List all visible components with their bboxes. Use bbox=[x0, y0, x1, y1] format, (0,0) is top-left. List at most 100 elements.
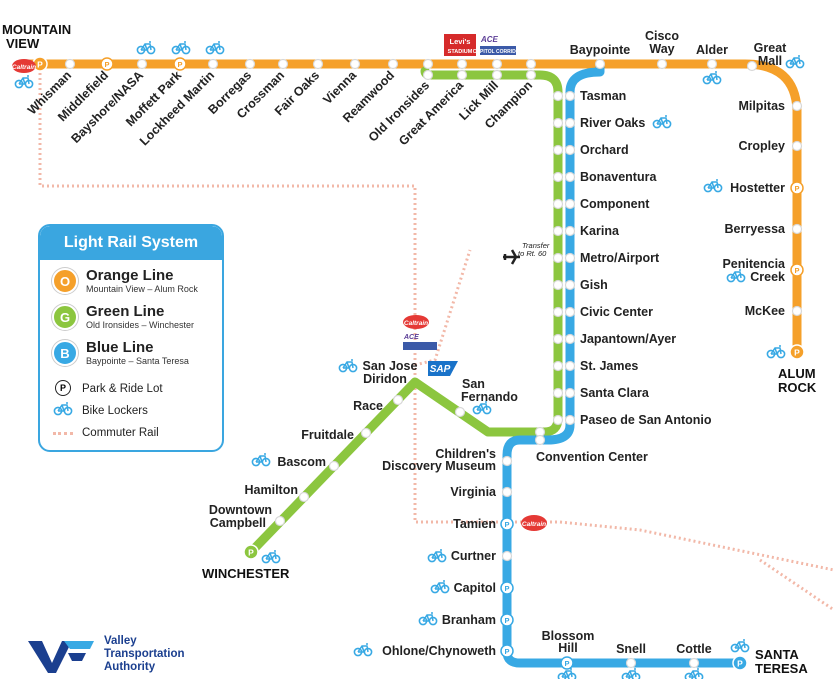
blue-stops bbox=[501, 434, 700, 669]
terminal-winchester: WINCHESTER bbox=[202, 566, 290, 581]
park-ride-markers: P P P P P P P P P P P P P bbox=[32, 56, 805, 671]
station-mckee: McKee bbox=[745, 304, 785, 318]
sap-badge: SAP bbox=[428, 361, 458, 376]
station-branham: Branham bbox=[442, 613, 496, 627]
station-component: Component bbox=[580, 197, 650, 211]
svg-text:P: P bbox=[794, 266, 799, 275]
svg-text:Levi's: Levi's bbox=[450, 37, 471, 46]
station-hamilton: Hamilton bbox=[245, 483, 298, 497]
green-line-icon: G bbox=[52, 304, 78, 330]
station-santa-clara: Santa Clara bbox=[580, 386, 650, 400]
svg-text:P: P bbox=[794, 184, 799, 193]
svg-text:P: P bbox=[104, 60, 109, 69]
airplane-icon bbox=[503, 249, 520, 265]
svg-text:STADIUM: STADIUM bbox=[448, 49, 473, 55]
legend-title: Light Rail System bbox=[40, 226, 222, 260]
legend-commuter-rail: Commuter Rail bbox=[52, 424, 159, 442]
alum-rock-station-labels: Milpitas Cropley Hostetter Berryessa Pen… bbox=[722, 99, 786, 318]
blue-line-icon: B bbox=[52, 340, 78, 366]
svg-text:Caltrain: Caltrain bbox=[522, 521, 546, 528]
bike-icon bbox=[53, 402, 73, 416]
svg-text:ACE: ACE bbox=[480, 35, 499, 44]
station-milpitas: Milpitas bbox=[738, 99, 785, 113]
svg-text:P: P bbox=[564, 659, 569, 668]
station-berryessa: Berryessa bbox=[725, 222, 787, 236]
station-alder: Alder bbox=[696, 43, 728, 57]
commuter-rail-icon bbox=[53, 432, 73, 435]
station-hostetter: Hostetter bbox=[730, 181, 785, 195]
green-stops bbox=[274, 69, 546, 527]
station-paseo-de-san-antonio: Paseo de San Antonio bbox=[580, 413, 712, 427]
ace-badge-top: ACE CAPITOL CORRIDOR bbox=[473, 35, 524, 55]
svg-text:CAPITOL CORRIDOR: CAPITOL CORRIDOR bbox=[473, 49, 524, 55]
station-curtner: Curtner bbox=[451, 549, 496, 563]
legend-bike-lockers: Bike Lockers bbox=[52, 402, 148, 420]
svg-text:P: P bbox=[794, 348, 800, 358]
svg-text:P: P bbox=[248, 548, 254, 558]
station-convention-center: Convention Center bbox=[536, 450, 648, 464]
station-tamien: Tamien bbox=[453, 517, 496, 531]
blue-line bbox=[502, 59, 745, 668]
svg-text:P: P bbox=[177, 60, 182, 69]
station-karina: Karina bbox=[580, 224, 620, 238]
svg-text:P: P bbox=[504, 520, 509, 529]
station-fruitdale: Fruitdale bbox=[301, 428, 354, 442]
station-japantown-ayer: Japantown/Ayer bbox=[580, 332, 676, 346]
station-capitol: Capitol bbox=[454, 581, 496, 595]
orange-line-icon: O bbox=[52, 268, 78, 294]
vta-logo: Valley Transportation Authority bbox=[28, 635, 185, 674]
station-cropley: Cropley bbox=[738, 139, 785, 153]
station-race: Race bbox=[353, 399, 383, 413]
caltrain-badge-mv: Caltrain bbox=[12, 59, 36, 73]
svg-text:ACE: ACE bbox=[403, 334, 419, 341]
svg-text:Caltrain: Caltrain bbox=[404, 320, 428, 327]
svg-text:Caltrain: Caltrain bbox=[12, 64, 36, 71]
station-civic-center: Civic Center bbox=[580, 305, 653, 319]
park-ride-icon: P bbox=[55, 380, 71, 396]
svg-text:P: P bbox=[737, 659, 743, 669]
station-tasman: Tasman bbox=[580, 89, 626, 103]
svg-text:P: P bbox=[37, 60, 43, 70]
caltrain-badge-tamien: Caltrain bbox=[521, 515, 547, 531]
levis-stadium-badge: Levi's STADIUM bbox=[444, 34, 476, 56]
station-st-james: St. James bbox=[580, 359, 638, 373]
station-bascom: Bascom bbox=[277, 455, 326, 469]
station-baypointe: Baypointe bbox=[570, 43, 630, 57]
caltrain-badge-diridon: Caltrain ACE bbox=[403, 315, 437, 350]
station-metro-airport: Metro/Airport bbox=[580, 251, 660, 265]
orange-station-labels: Whisman Middlefield Bayshore/NASA Moffet… bbox=[25, 67, 535, 148]
station-cottle: Cottle bbox=[676, 642, 711, 656]
station-ohlone-chynoweth: Ohlone/Chynoweth bbox=[382, 644, 496, 658]
station-river-oaks: River Oaks bbox=[580, 116, 645, 130]
svg-text:SAP: SAP bbox=[430, 364, 451, 375]
commuter-rail bbox=[38, 68, 834, 612]
station-orchard: Orchard bbox=[580, 143, 629, 157]
station-gish: Gish bbox=[580, 278, 608, 292]
trunk-station-labels: Tasman River Oaks Orchard Bonaventura Co… bbox=[580, 89, 712, 427]
trunk-stops bbox=[552, 90, 576, 426]
legend-park-ride: P Park & Ride Lot bbox=[52, 380, 163, 398]
vta-logo-icon bbox=[28, 640, 94, 673]
svg-text:P: P bbox=[504, 584, 509, 593]
